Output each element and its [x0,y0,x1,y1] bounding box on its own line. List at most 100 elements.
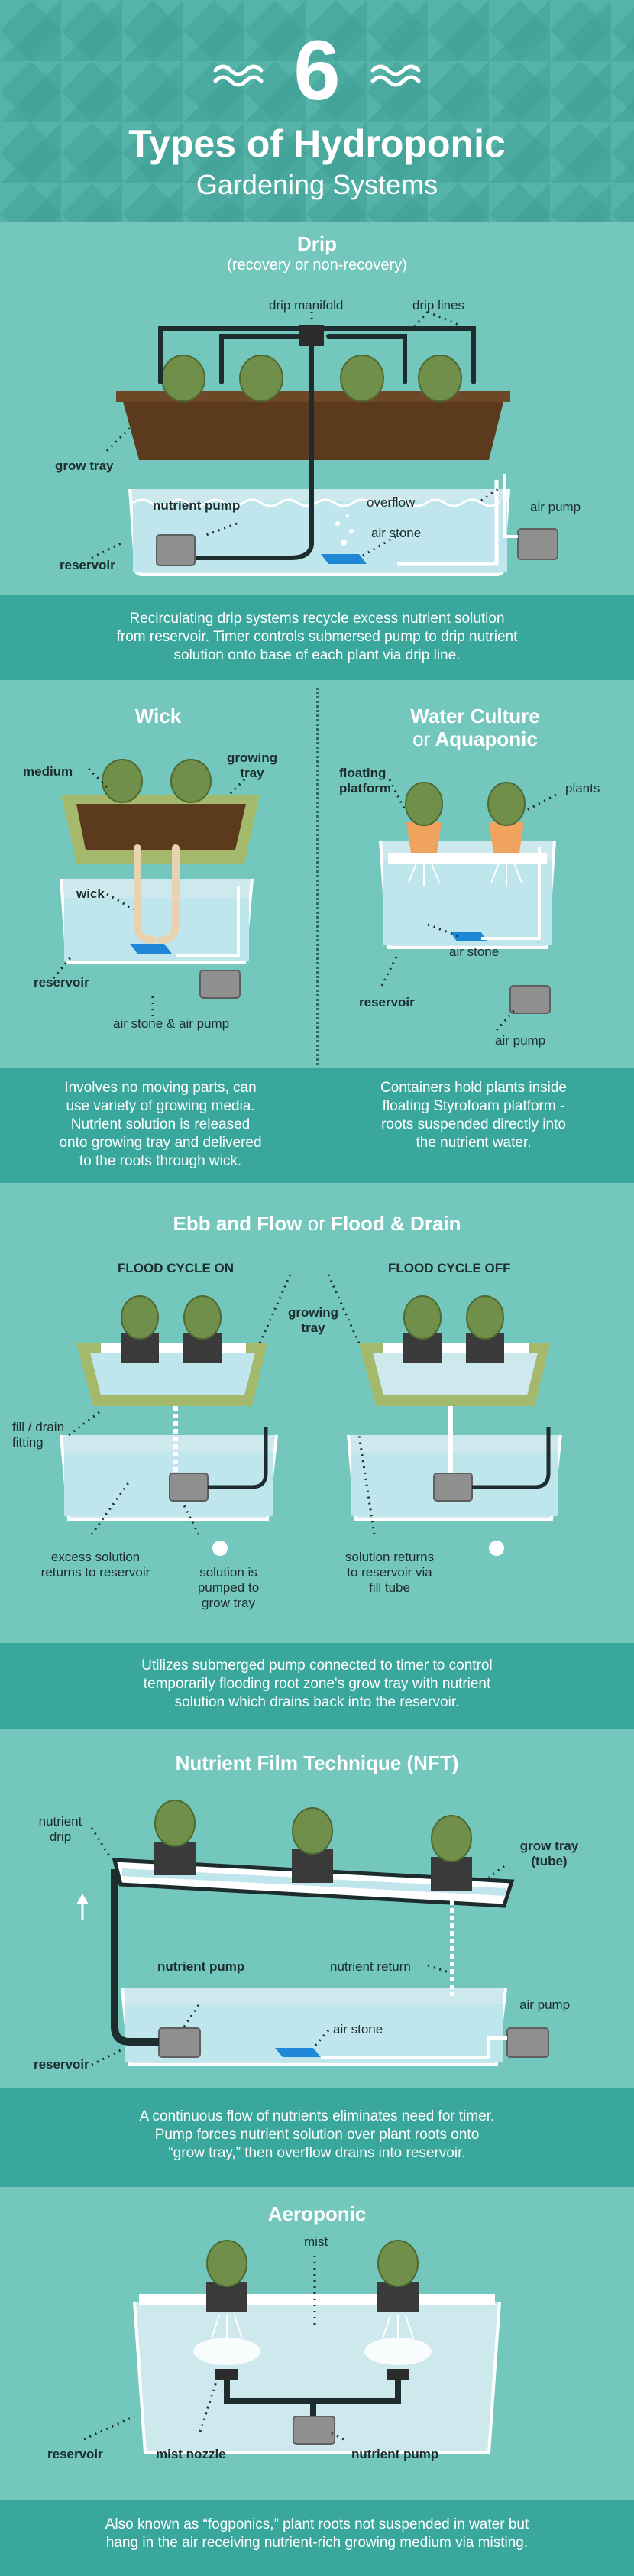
label-fill-drain: fill / drain fitting [12,1420,64,1450]
divider [316,688,319,1184]
label-ebb-growing-1: growing [287,1305,339,1320]
nft-air-stone-icon [275,2048,321,2057]
wave-icon-right [370,64,421,87]
air-pump-icon [517,528,558,560]
wave-icon-left [213,64,264,87]
header: 6 Types of Hydroponic Gardening Systems [0,0,634,222]
aeroponic-diagram [83,2240,501,2454]
label-returns-3: fill tube [369,1580,410,1595]
label-flood-cycle-off: FLOOD CYCLE OFF [388,1261,511,1275]
aeroponic-description-band: Also known as “fogponics,” plant roots n… [0,2500,634,2576]
wick-desc-line-3: Nutrient solution is released [70,1116,251,1132]
label-pumped-3: grow tray [202,1596,255,1610]
label-nft-reservoir: reservoir [34,2057,89,2072]
ebb-title: Ebb and Flow or Flood & Drain [0,1212,634,1236]
label-nft-nutrient-pump: nutrient pump [157,1959,245,1974]
label-nft-grow-tray-1: grow tray [519,1839,579,1853]
label-wc-air-pump: air pump [495,1033,546,1048]
label-nft-air-stone: air stone [333,2022,383,2036]
wick-description: Involves no moving parts, can use variet… [15,1079,306,1171]
nft-description: A continuous flow of nutrients eliminate… [31,2108,603,2163]
label-air-stone-air-pump: air stone & air pump [113,1016,230,1031]
nft-diagram [76,1800,549,2066]
drip-subtitle: (recovery or non-recovery) [227,257,407,274]
ebb-on-plants [121,1295,222,1340]
wc-air-pump-icon [509,985,551,1014]
wick-desc-line-1: Involves no moving parts, can [64,1080,257,1096]
drip-plants [161,355,462,402]
wc-desc-line-3: roots suspended directly into [381,1116,566,1132]
timer-icon-off [489,1541,504,1556]
drip-section: Drip (recovery or non-recovery) [0,222,634,595]
wc-desc-line-4: the nutrient water. [416,1135,532,1151]
wc-desc-line-1: Containers hold plants inside [380,1080,567,1096]
label-drip-manifold: drip manifold [269,298,344,313]
label-nutrient-drip-2: drip [49,1829,72,1844]
ebb-description-band: Utilizes submerged pump connected to tim… [0,1643,634,1729]
label-fill-drain-1: fill / drain [12,1420,65,1434]
label-nutrient-return: nutrient return [330,1959,411,1974]
drip-diagram [91,310,558,576]
label-ebb-growing-2: tray [301,1320,325,1335]
label-growing-tray-1: growing [226,750,278,765]
nft-air-pump-icon [506,2027,549,2058]
wick-air-pump-icon [199,970,241,999]
nft-desc-line-3: “grow tray,” then overflow drains into r… [168,2145,466,2161]
ebb-desc-line-3: solution which drains back into the rese… [174,1694,460,1710]
drip-description-band: Recirculating drip systems recycle exces… [0,595,634,680]
label-returns-2: to reservoir via [347,1565,432,1580]
ebb-off-plants [403,1295,504,1340]
ebb-title-or: or [307,1212,325,1235]
label-wick: wick [76,886,105,901]
aero-desc-line-1: Also known as “fogponics,” plant roots n… [105,2516,529,2532]
label-excess-2: returns to reservoir [40,1565,150,1580]
label-nutrient-drip-1: nutrient [38,1814,82,1829]
label-plants: plants [565,781,600,795]
ebb-off-pump-icon [433,1473,473,1502]
ebb-description: Utilizes submerged pump connected to tim… [31,1657,603,1712]
label-nft-air-pump: air pump [519,1998,571,2012]
header-subtitle: Gardening Systems [196,169,438,200]
label-pumped-2: pumped to [197,1580,260,1595]
drip-desc-line-1: Recirculating drip systems recycle exces… [129,611,505,627]
label-medium: medium [23,764,73,779]
label-mist: mist [304,2234,328,2249]
label-excess-1: excess solution [50,1550,141,1564]
air-stone-icon [321,554,367,564]
ebb-title-b: Flood & Drain [331,1212,461,1235]
wc-air-stone-icon [451,932,487,941]
drip-desc-line-2: from reservoir. Timer controls submersed… [116,629,518,645]
water-culture-title: Water Culture [410,705,540,727]
nft-section: Nutrient Film Technique (NFT) [0,1729,634,2088]
label-nft-grow-tray: grow tray (tube) [507,1839,591,1869]
label-wc-air-stone: air stone [449,945,500,959]
nft-desc-line-1: A continuous flow of nutrients eliminate… [139,2108,495,2124]
label-floating-platform: floating platform [339,766,391,796]
aeroponic-title: Aeroponic [267,2202,367,2225]
label-returns-1: solution returns [344,1550,435,1564]
wick-water-diagram [52,759,557,1031]
wick-desc-line-5: to the roots through wick. [79,1153,242,1169]
label-growing-tray: growing tray [222,750,283,781]
nft-plants [154,1800,472,1862]
label-growing-tray-2: tray [240,766,264,780]
label-grow-tray: grow tray [55,458,114,473]
label-air-stone: air stone [371,526,422,540]
label-pumped-1: solution is [199,1565,257,1580]
wick-title: Wick [134,705,182,727]
ebb-diagram [60,1274,562,1556]
wick-plants [102,759,212,803]
aeroponic-section: Aeroponic mist reservoi [0,2187,634,2500]
floating-platform-icon [388,853,547,864]
timer-icon-on [212,1541,228,1556]
drip-description: Recirculating drip systems recycle exces… [31,610,603,665]
header-number: 6 [293,24,341,118]
water-culture-or: or [412,727,431,750]
label-nutrient-pump: nutrient pump [153,498,241,513]
mist-icon [193,2338,432,2365]
label-fill-drain-2: fitting [12,1435,44,1450]
nft-pump-icon [158,2027,201,2058]
nutrient-pump-icon [156,534,196,566]
label-floating-1: floating [339,766,387,780]
